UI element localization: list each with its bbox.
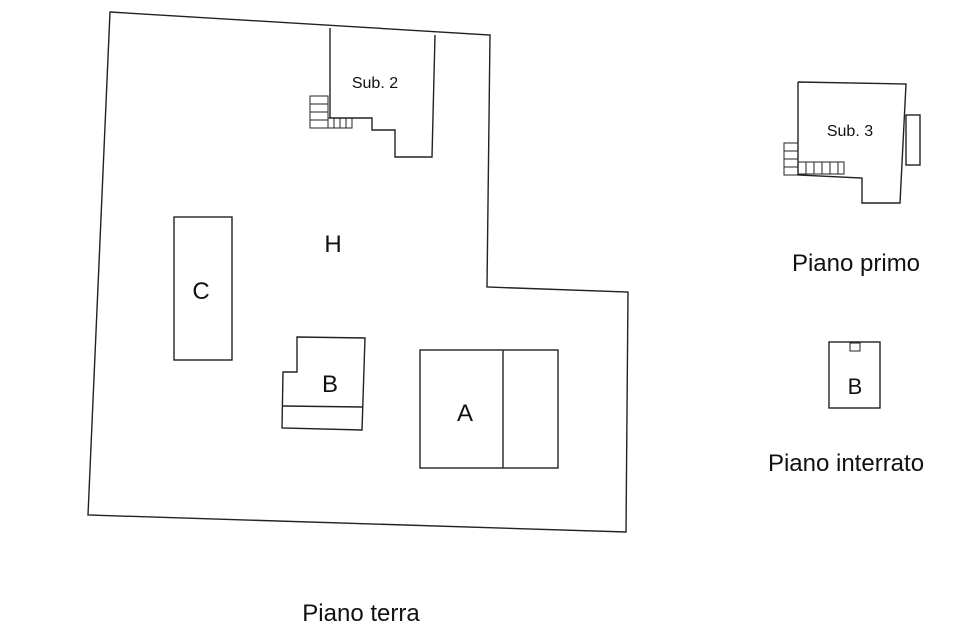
sub2-label: Sub. 2 [352,75,398,92]
sub2-staircase [309,95,353,129]
first-floor-title: Piano primo [792,250,920,277]
building-b-label: B [322,371,338,398]
sub2-outline [329,28,436,158]
sub3-staircase [783,142,845,176]
area-h-label: H [324,231,341,258]
building-c-label: C [192,278,209,305]
ground-floor-title: Piano terra [302,600,420,627]
building-a-outline [419,349,559,469]
building-c-outline [173,216,233,361]
sub3-balcony [905,114,921,166]
basement-title: Piano interrato [768,450,924,477]
basement-b-label: B [848,374,863,399]
basement-b-stair [849,342,861,352]
building-a-label: A [457,400,473,427]
sub3-label: Sub. 3 [827,123,873,140]
basement-b-outline [828,341,881,409]
sub3-outline [797,81,907,204]
lot-boundary [87,11,629,533]
building-b-outline [281,336,366,431]
building-b-divider [282,405,364,408]
